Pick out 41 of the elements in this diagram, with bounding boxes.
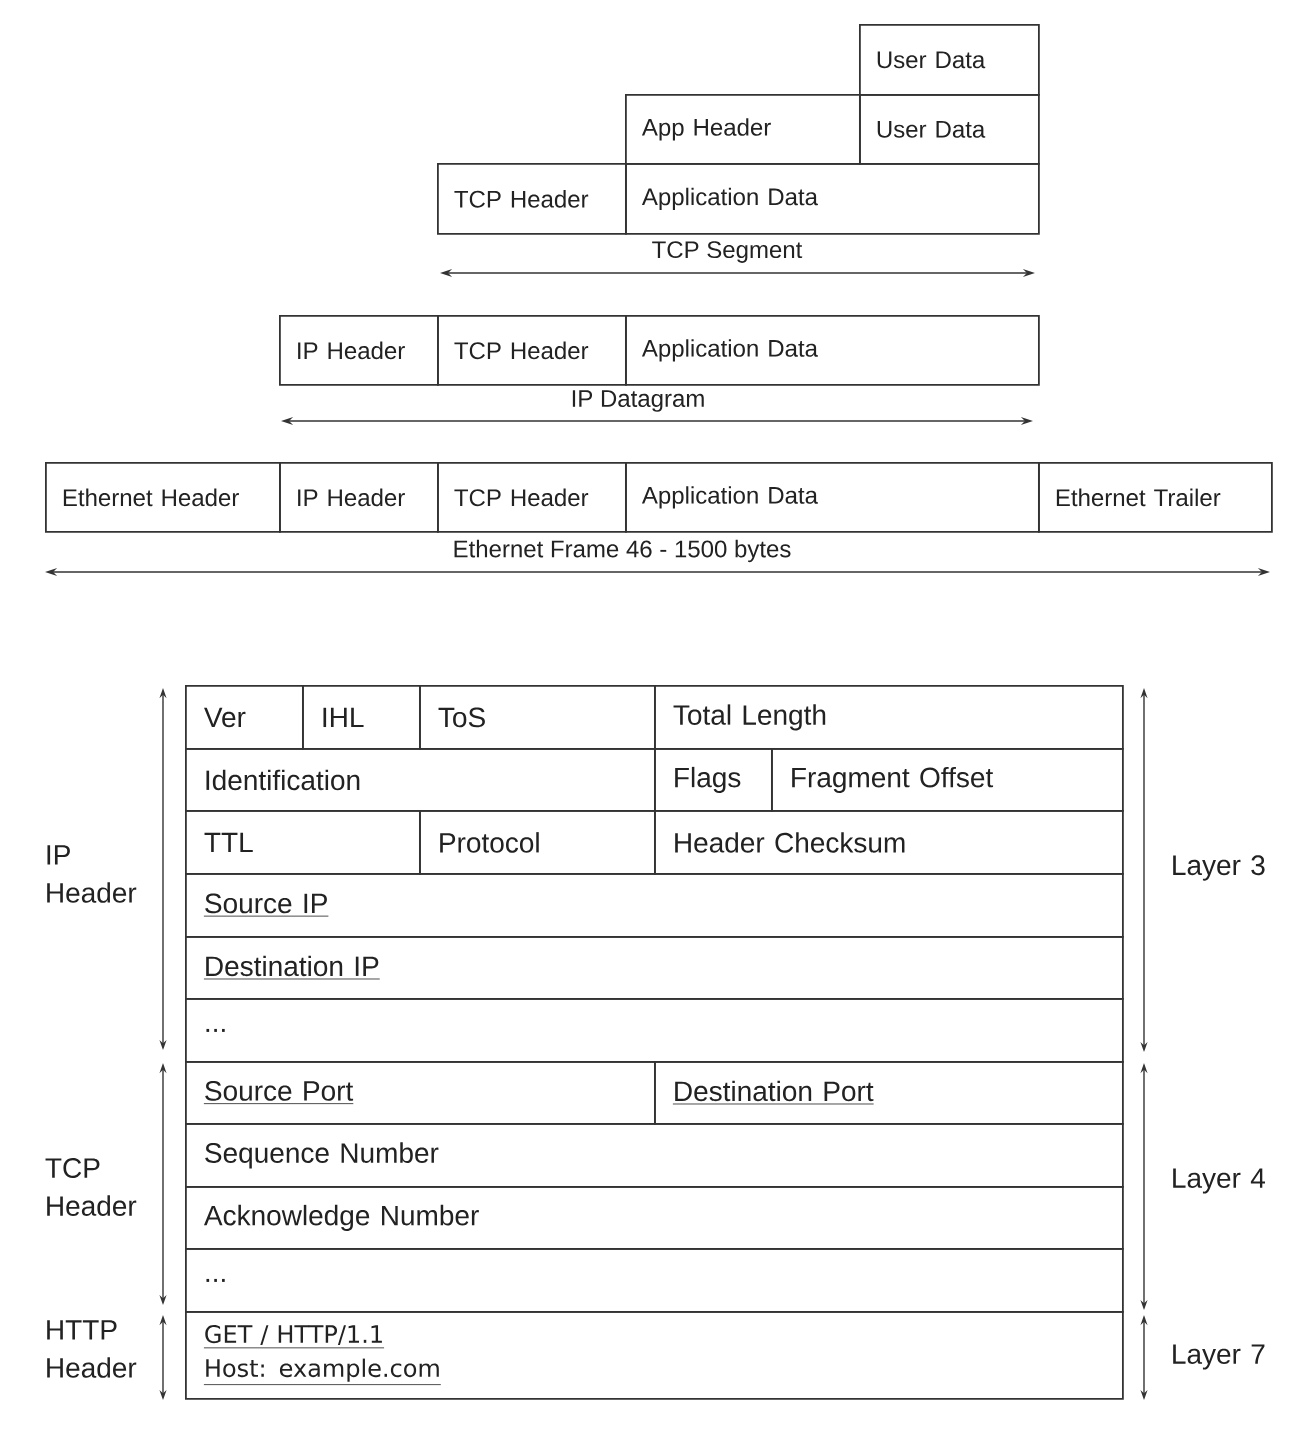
header-box: User Data [859,94,1040,165]
header-box: Ethernet Trailer [1038,462,1273,533]
field-cell: Destination Port [654,1061,1124,1125]
field-cell: Ver [185,685,304,750]
dimension-label: Ethernet Frame 46 - 1500 bytes [454,539,791,563]
field-cell: Source IP [185,873,1124,938]
section-label: IP Header [47,845,137,903]
field-cell: Sequence Number [185,1123,1124,1188]
field-cell: Total Length [654,685,1124,750]
section-label: Layer 3 [1173,855,1265,881]
field-cell: Fragment Offset [771,748,1124,812]
header-box: Application Data [625,315,1040,386]
field-cell: Protocol [419,810,656,875]
field-cell: TTL [185,810,421,875]
field-cell: ... [185,1248,1124,1313]
header-box: TCP Header [437,315,627,386]
section-label: TCP Header [45,1158,137,1216]
section-label: Layer 4 [1173,1168,1265,1194]
field-cell: ... [185,998,1124,1063]
field-cell: Source Port [185,1061,656,1125]
field-cell: GET / HTTP/1.1 Host: example.com [185,1311,1124,1400]
field-cell: Acknowledge Number [185,1186,1124,1250]
header-box: TCP Header [437,163,627,235]
header-box: User Data [859,24,1040,96]
dimension-label: TCP Segment [652,241,803,263]
dimension-label: IP Datagram [572,390,704,412]
field-cell: Header Checksum [654,810,1124,875]
header-box: Application Data [625,163,1040,235]
field-cell: Destination IP [185,936,1124,1000]
header-box: Ethernet Header [45,462,281,533]
section-label: HTTP Header [47,1320,137,1378]
field-cell: IHL [302,685,421,750]
header-box: IP Header [279,315,439,386]
header-box: TCP Header [437,462,627,533]
field-cell: Identification [185,748,656,812]
field-cell: ToS [419,685,656,750]
field-cell: Flags [654,748,773,812]
section-label: Layer 7 [1173,1344,1265,1370]
header-box: IP Header [279,462,439,533]
header-box: App Header [625,94,861,165]
header-box: Application Data [625,462,1040,533]
